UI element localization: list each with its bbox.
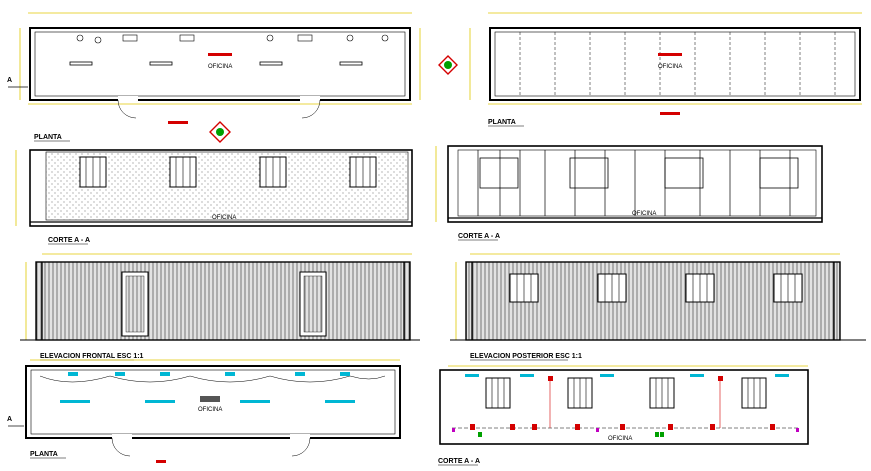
- door-swing: [117, 99, 137, 119]
- structural-studs: [477, 150, 791, 216]
- door-opening: [290, 434, 310, 440]
- section-right: OFICINA CORTE A - A: [435, 145, 823, 241]
- door-swing: [291, 437, 311, 457]
- north-symbol-core: [216, 128, 224, 136]
- section-left: OFICINA CORTE A - A: [15, 149, 413, 245]
- axis-label: A: [7, 77, 12, 84]
- exterior-wall: [25, 365, 401, 439]
- door-swing: [301, 99, 321, 119]
- door-swing: [111, 437, 131, 457]
- panel-board: [200, 396, 220, 402]
- window-group: [485, 377, 767, 409]
- room-label: OFICINA: [212, 215, 236, 221]
- room-label: OFICINA: [658, 64, 682, 70]
- section-outline: [439, 369, 809, 445]
- electrical-symbols: [76, 34, 389, 44]
- frame-outline: [457, 149, 817, 217]
- room-label: OFICINA: [632, 211, 656, 217]
- structural-grid: [519, 32, 836, 96]
- window-mullions: [85, 157, 371, 187]
- north-symbol-icon: [438, 55, 458, 75]
- data-outlet-symbols: [452, 428, 799, 432]
- exterior-wall: [29, 27, 411, 101]
- door-panel: [125, 275, 145, 333]
- plan-title: PLANTA: [488, 119, 516, 126]
- room-label: OFICINA: [208, 64, 232, 70]
- wiring-run: [39, 375, 386, 383]
- section-marker: [660, 112, 680, 115]
- interior-wall: [34, 31, 406, 97]
- elevation-front: ELEVACION FRONTAL ESC 1:1: [20, 253, 420, 361]
- room-label: OFICINA: [608, 436, 632, 442]
- north-symbol-core: [444, 61, 452, 69]
- switch-symbols: [478, 432, 664, 437]
- window-openings: [479, 157, 799, 189]
- interior-wall: [30, 369, 396, 435]
- exterior-wall: [489, 27, 861, 101]
- interior-wall: [494, 31, 856, 97]
- light-fixtures: [465, 374, 789, 377]
- door-opening: [112, 434, 132, 440]
- room-label: OFICINA: [198, 407, 222, 413]
- window-mullions: [516, 274, 796, 302]
- door-panel: [303, 275, 323, 333]
- corrugated-panel: [35, 261, 411, 341]
- section-title: CORTE A - A: [438, 458, 480, 465]
- section-marker: [658, 53, 682, 56]
- plan-title: PLANTA: [30, 451, 58, 458]
- section-title: CORTE A - A: [48, 237, 90, 244]
- plan-top-right: OFICINA PLANTA: [438, 12, 862, 127]
- light-fixtures: [60, 372, 355, 403]
- elevation-title: ELEVACION FRONTAL ESC 1:1: [40, 353, 144, 360]
- vertical-risers: [549, 381, 721, 428]
- door-opening: [118, 96, 138, 102]
- section-marker: [156, 460, 166, 463]
- section-outline: [447, 145, 823, 223]
- electrical-plan: OFICINA A PLANTA: [7, 359, 401, 463]
- section-marker: [208, 53, 232, 56]
- plan-title: PLANTA: [34, 134, 62, 141]
- north-symbol-icon: [209, 121, 231, 143]
- electrical-section: OFICINA CORTE A - A: [438, 365, 809, 466]
- plan-top-left: OFICINA A PLANTA: [7, 12, 421, 143]
- light-fixtures: [69, 61, 363, 66]
- window-mullions: [491, 378, 761, 408]
- elevation-back: ELEVACION POSTERIOR ESC 1:1: [450, 253, 866, 361]
- axis-label: A: [7, 416, 12, 423]
- section-marker: [168, 121, 188, 124]
- elevation-title: ELEVACION POSTERIOR ESC 1:1: [470, 353, 582, 360]
- door-opening: [300, 96, 320, 102]
- outlet-symbols: [470, 376, 775, 430]
- section-title: CORTE A - A: [458, 233, 500, 240]
